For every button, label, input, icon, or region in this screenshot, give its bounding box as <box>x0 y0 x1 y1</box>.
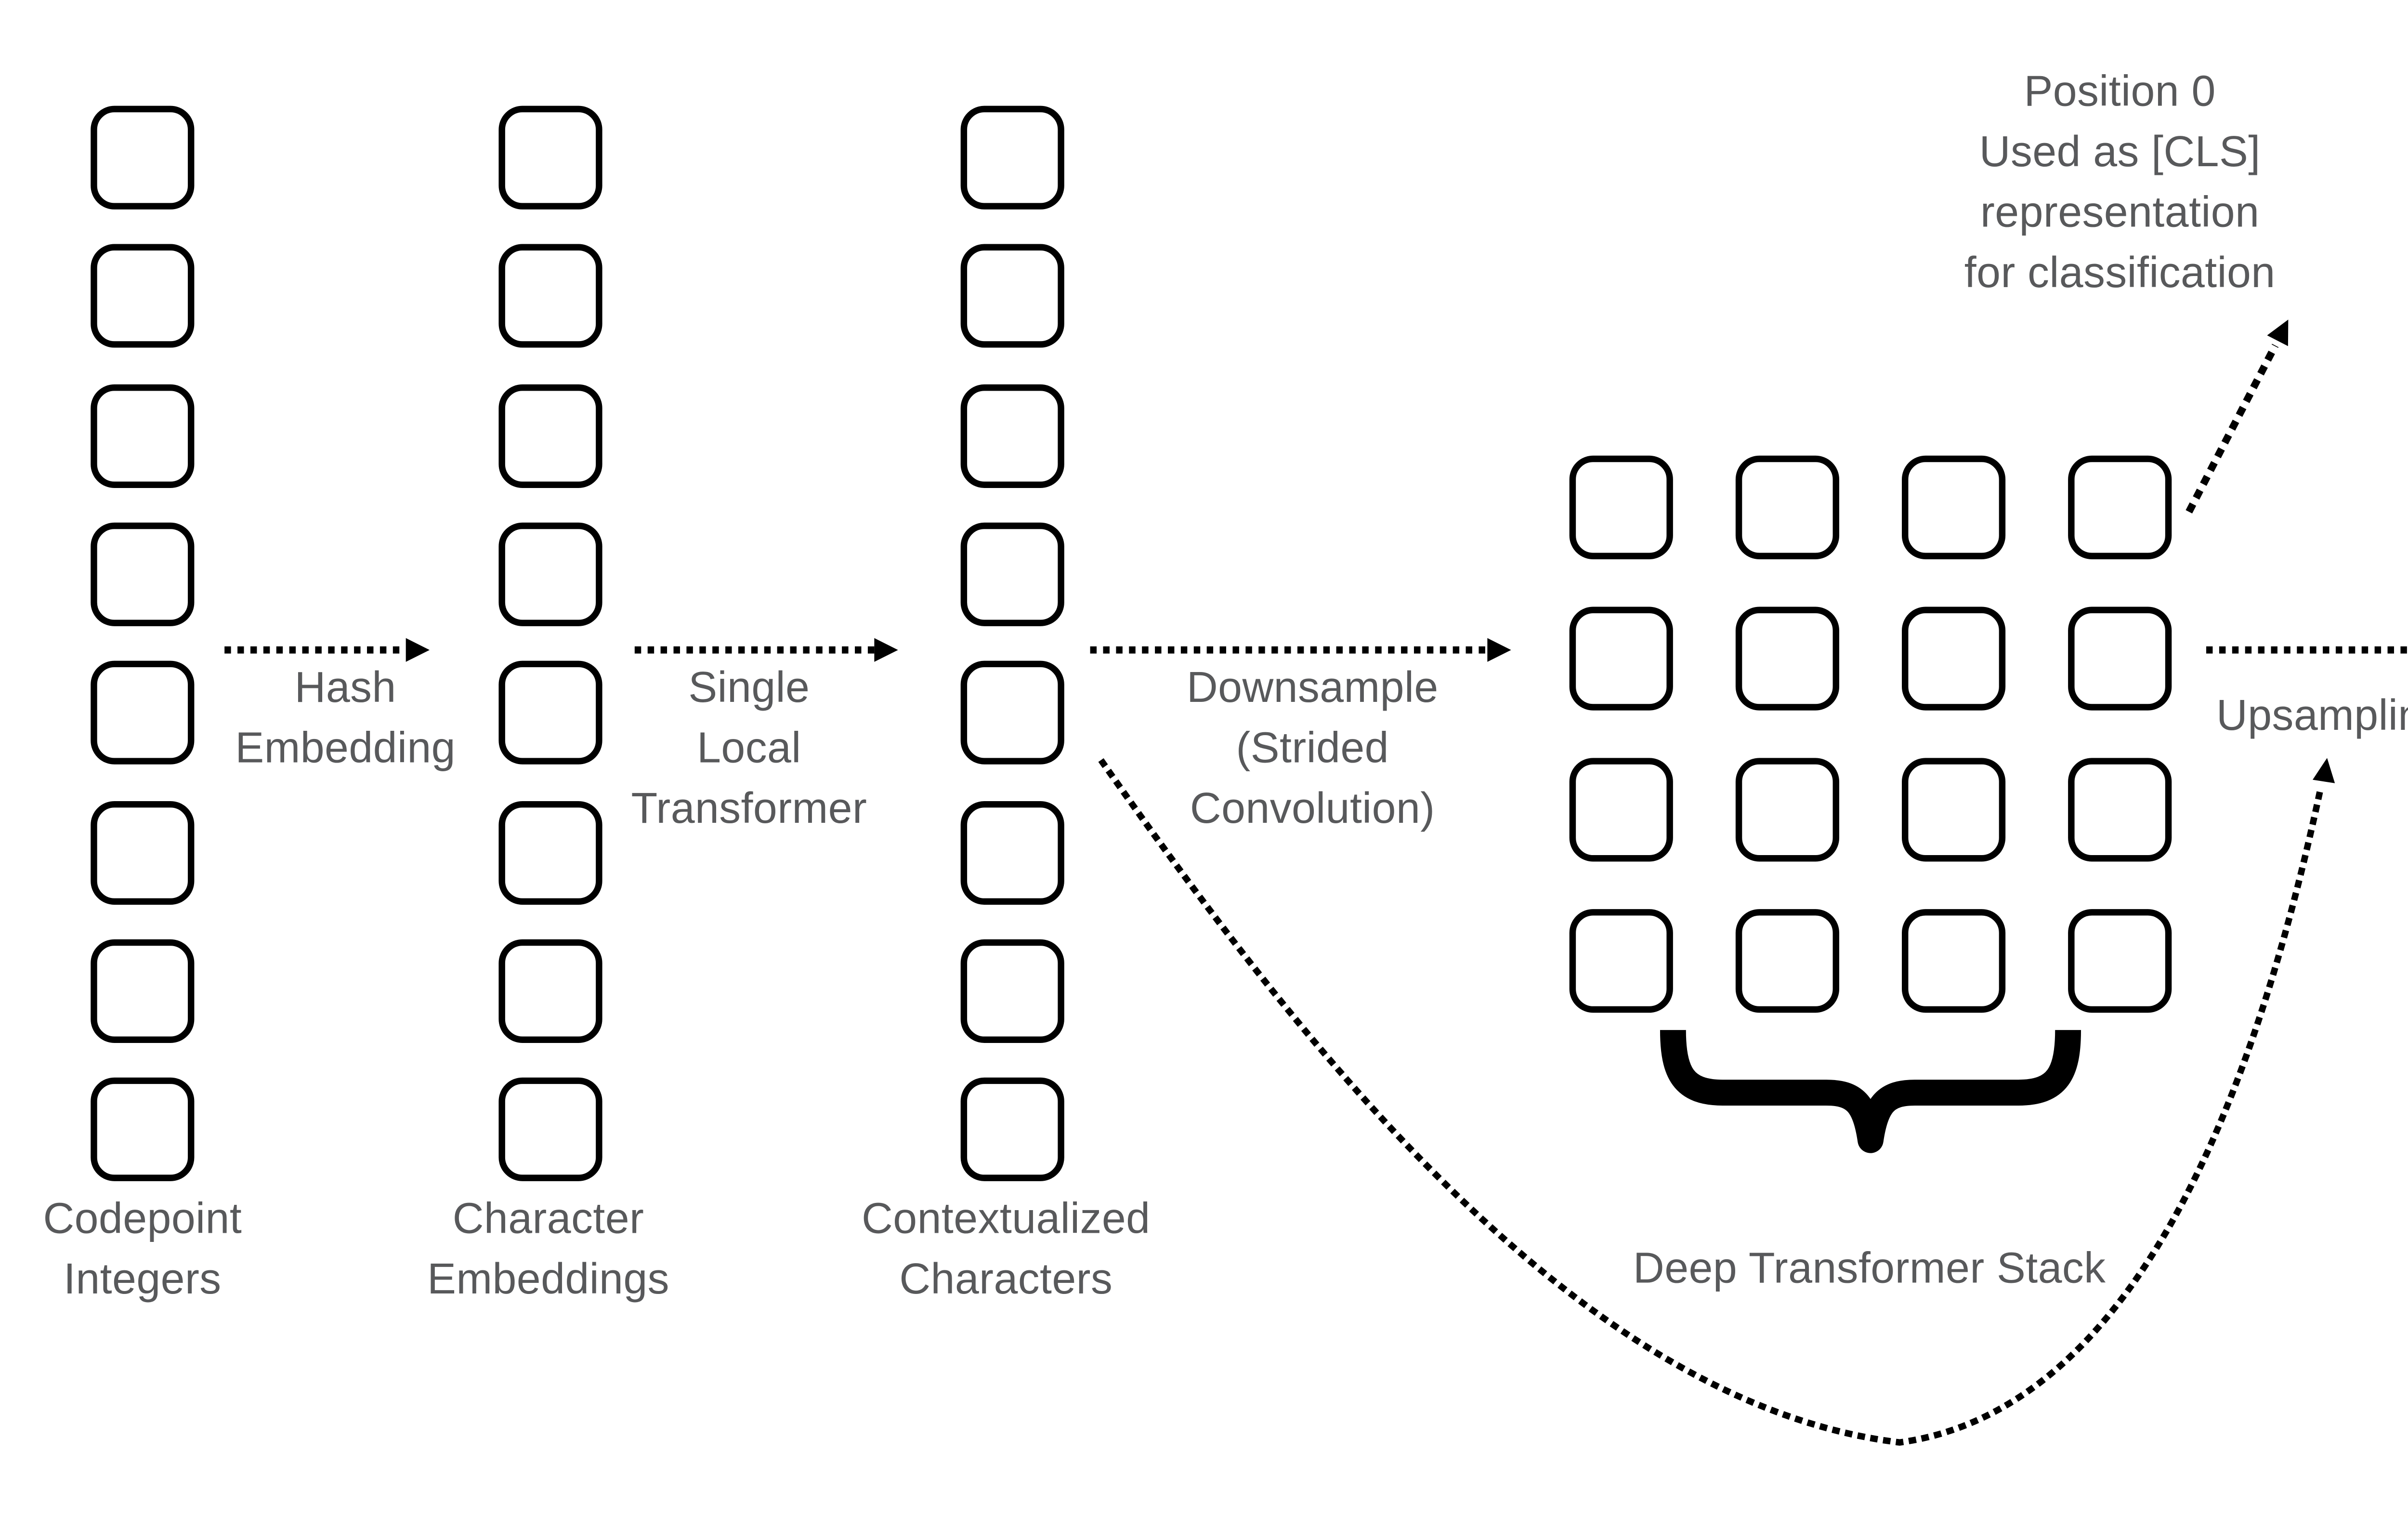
character-embeddings-token-square <box>498 244 602 348</box>
deep-transformer-stack-token-square <box>2068 607 2172 711</box>
deep-transformer-stack-token-square <box>1735 455 1840 559</box>
codepoint-integers-token-square <box>91 106 195 210</box>
stack-brace-icon <box>1660 1029 2081 1153</box>
deep-transformer-stack-token-square <box>1569 909 1673 1013</box>
deep-transformer-stack-token-square <box>1735 607 1840 711</box>
deep-transformer-stack-token-square <box>1569 455 1673 559</box>
deep-transformer-stack-label: Deep Transformer Stack <box>1633 1246 2106 1293</box>
codepoint-integers-token-square <box>91 244 195 348</box>
deep-transformer-stack-token-square <box>1901 455 2006 559</box>
contextualized-characters-token-square <box>960 800 1064 904</box>
codepoint-integers-token-square <box>91 383 195 488</box>
character-embeddings-token-square <box>498 661 602 765</box>
contextualized-characters-token-square <box>960 383 1064 488</box>
hash-embedding-label: Hash Embedding <box>235 665 456 773</box>
arrow-upsampling-icon <box>2206 646 2408 654</box>
deep-transformer-stack-token-square <box>1735 909 1840 1013</box>
contextualized-characters-token-square <box>960 1078 1064 1182</box>
codepoint-integers-token-square <box>91 522 195 626</box>
upsampling-label: Upsampling <box>2216 693 2408 741</box>
character-embeddings-token-square <box>498 938 602 1043</box>
deep-transformer-stack-token-square <box>2068 909 2172 1013</box>
contextualized-characters-token-square <box>960 244 1064 348</box>
deep-transformer-stack-token-square <box>1901 607 2006 711</box>
contextualized-characters-token-square <box>960 938 1064 1043</box>
deep-transformer-stack-token-square <box>2068 455 2172 559</box>
deep-transformer-stack-token-square <box>2068 758 2172 862</box>
codepoint-integers-token-square <box>91 938 195 1043</box>
character-embeddings-token-square <box>498 800 602 904</box>
character-embeddings-label: Character Embeddings <box>427 1196 669 1305</box>
skip-connection-curve-icon <box>1098 758 2335 1446</box>
arrow-hash-embedding-icon <box>224 638 430 662</box>
contextualized-characters-label: Contextualized Characters <box>862 1196 1151 1305</box>
downsample-label: Downsample (Strided Convolution) <box>1186 665 1439 834</box>
character-embeddings-token-square <box>498 1078 602 1182</box>
codepoint-integers-label: Codepoint Integers <box>43 1196 242 1305</box>
deep-transformer-stack-token-square <box>1569 607 1673 711</box>
position0-annotation: Position 0 Used as [CLS] representation … <box>1964 69 2276 298</box>
deep-transformer-stack-token-square <box>1901 758 2006 862</box>
character-embeddings-token-square <box>498 522 602 626</box>
single-local-transformer-label: Single Local Transformer <box>631 665 867 834</box>
arrow-cls-position-icon <box>2186 319 2289 514</box>
codepoint-integers-token-square <box>91 800 195 904</box>
deep-transformer-stack-token-square <box>1901 909 2006 1013</box>
contextualized-characters-token-square <box>960 522 1064 626</box>
codepoint-integers-token-square <box>91 1078 195 1182</box>
deep-transformer-stack-token-square <box>1569 758 1673 862</box>
codepoint-integers-token-square <box>91 661 195 765</box>
character-embeddings-token-square <box>498 383 602 488</box>
contextualized-characters-token-square <box>960 106 1064 210</box>
arrow-single-local-transformer-icon <box>634 638 898 662</box>
contextualized-characters-token-square <box>960 661 1064 765</box>
arrow-downsample-icon <box>1090 638 1511 662</box>
character-embeddings-token-square <box>498 106 602 210</box>
deep-transformer-stack-token-square <box>1735 758 1840 862</box>
